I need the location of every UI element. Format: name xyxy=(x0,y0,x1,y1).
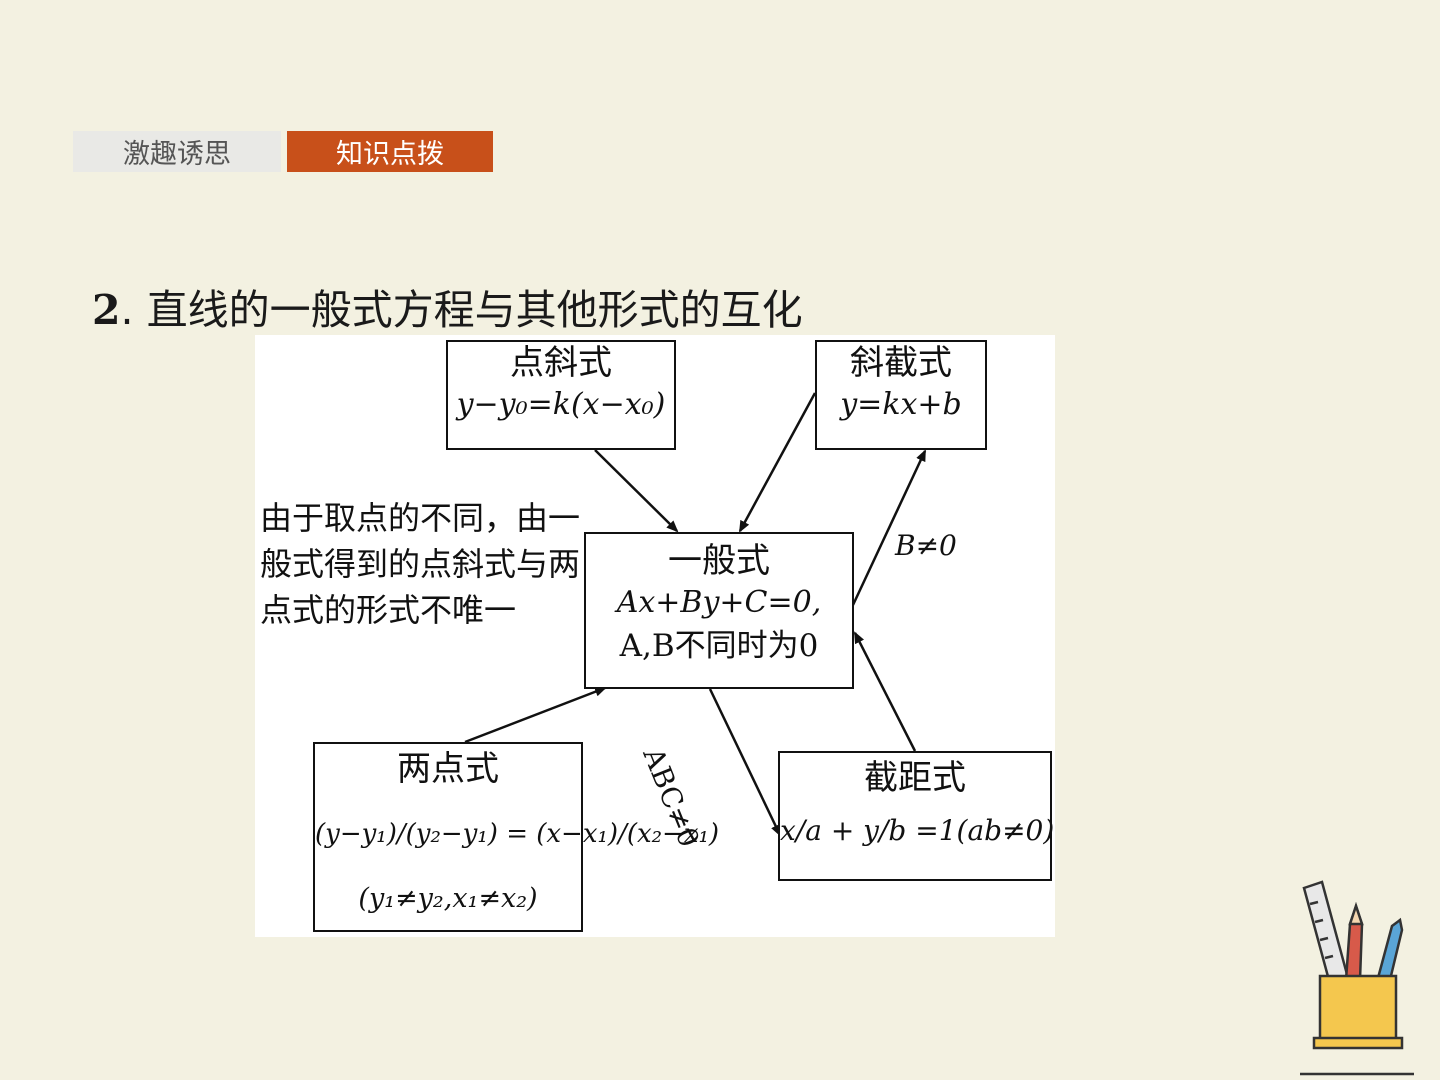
pencil-cup-icon xyxy=(1300,880,1414,1076)
node-title: 一般式 xyxy=(668,541,770,581)
node-slope-intercept: 斜截式 y=kx+b xyxy=(815,340,987,450)
node-title: 斜截式 xyxy=(850,343,952,383)
page-title: 2. 直线的一般式方程与其他形式的互化 xyxy=(92,276,803,336)
arrow-twopoint-to-general xyxy=(464,686,607,744)
arrow-intercept-to-general xyxy=(853,631,917,752)
node-condition: (y₁≠y₂,x₁≠x₂) xyxy=(358,883,538,914)
node-formula: y−y₀=k(x−x₀) xyxy=(456,387,666,422)
node-title: 两点式 xyxy=(397,749,499,789)
heading-number: 2 xyxy=(92,286,121,334)
arrow-slopeint-to-general xyxy=(738,392,817,533)
arrows-layer xyxy=(464,392,927,837)
condition-b-label: B≠0 xyxy=(895,529,957,562)
node-formula: Ax+By+C=0, xyxy=(616,585,822,620)
arrow-general-to-slopeint xyxy=(851,449,927,606)
node-formula: y=kx+b xyxy=(840,387,962,422)
node-point-slope: 点斜式 y−y₀=k(x−x₀) xyxy=(446,340,676,450)
node-title: 点斜式 xyxy=(510,343,612,383)
node-title: 截距式 xyxy=(864,758,966,798)
tab-zhishi-dianbo[interactable]: 知识点拨 xyxy=(287,131,493,172)
node-formula: x/a + y/b =1(ab≠0) xyxy=(780,814,1055,847)
arrow-pointslope-to-general xyxy=(594,449,679,533)
node-intercept: 截距式 x/a + y/b =1(ab≠0) xyxy=(778,751,1055,881)
conversion-diagram: 点斜式 y−y₀=k(x−x₀) 斜截式 y=kx+b 一般式 Ax+By+C=… xyxy=(255,335,1055,937)
tab-label: 激趣诱思 xyxy=(123,139,231,170)
tab-jiqu-yousi[interactable]: 激趣诱思 xyxy=(73,131,281,172)
node-condition: A,B不同时为0 xyxy=(619,628,819,664)
heading-text: . 直线的一般式方程与其他形式的互化 xyxy=(120,286,803,334)
node-formula: (y−y₁)/(y₂−y₁) = (x−x₁)/(x₂−x₁) xyxy=(315,819,720,849)
node-two-point: 两点式 (y−y₁)/(y₂−y₁) = (x−x₁)/(x₂−x₁) (y₁≠… xyxy=(313,742,720,932)
node-general: 一般式 Ax+By+C=0, A,B不同时为0 xyxy=(584,532,854,689)
tab-label: 知识点拨 xyxy=(336,139,444,170)
note-text: 由于取点的不同，由一般式得到的点斜式与两点式的形式不唯一 xyxy=(260,499,581,629)
arrow-general-to-intercept xyxy=(708,688,782,837)
